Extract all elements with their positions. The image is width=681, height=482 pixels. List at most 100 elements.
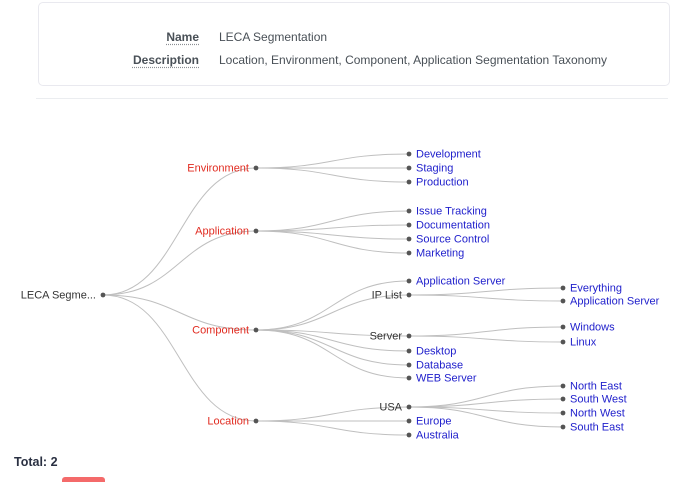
tree-link [408,385,564,408]
tree-node[interactable]: Component [192,325,259,337]
tree-node-label[interactable]: Database [416,360,463,372]
tree-node-label[interactable]: South West [570,394,627,406]
tree-node[interactable]: South West [560,394,627,406]
tree-node[interactable]: Application Server [560,296,660,308]
tree-node-label[interactable]: IP List [372,290,402,302]
total-count: Total: 2 [14,455,58,469]
tree-node-label[interactable]: Application [195,226,249,238]
tree-node-label[interactable]: Marketing [416,248,464,260]
tree-node-dot[interactable] [560,339,566,345]
description-label: Description [132,53,199,67]
tree-node-dot[interactable] [406,432,412,438]
tree-node[interactable]: USA [379,402,412,414]
tree-link [408,326,564,337]
tree-node[interactable]: Desktop [406,346,457,358]
tree-node-dot[interactable] [253,165,259,171]
tree-node-label[interactable]: LECA Segme... [21,290,96,302]
tree-node[interactable]: Source Control [406,234,490,246]
tree-node[interactable]: Database [406,360,463,372]
tree-node[interactable]: Australia [406,430,460,442]
tree-node[interactable]: Marketing [406,248,465,260]
tree-node-label[interactable]: Application Server [416,276,506,288]
tree-node-dot[interactable] [406,236,412,242]
tree-node-label[interactable]: Environment [187,163,249,175]
tree-node-label[interactable]: South East [570,422,624,434]
tree-node[interactable]: North East [560,381,622,393]
tree-node-dot[interactable] [560,424,566,430]
tree-node[interactable]: Windows [560,322,616,334]
tree-node-dot[interactable] [406,179,412,185]
tree-node-dot[interactable] [100,292,106,298]
tree-node-label[interactable]: Production [416,177,469,189]
tree-node-label[interactable]: Everything [570,283,622,295]
tree-node-dot[interactable] [560,410,566,416]
tree-node[interactable]: WEB Server [406,373,477,385]
tree-node[interactable]: North West [560,408,625,420]
tree-link [255,153,410,169]
tree-node[interactable]: Location [207,416,259,428]
tree-node-label[interactable]: Australia [416,430,460,442]
tree-node-dot[interactable] [406,418,412,424]
tree-node-label[interactable]: Location [207,416,249,428]
tree-node-label[interactable]: Staging [416,163,453,175]
tree-node[interactable]: Application [195,226,259,238]
tree-node-label[interactable]: Europe [416,416,451,428]
tree-node-dot[interactable] [560,396,566,402]
tree-node-label[interactable]: Issue Tracking [416,206,487,218]
tree-node-dot[interactable] [406,151,412,157]
tree-node-label[interactable]: Documentation [416,220,490,232]
tree-node-dot[interactable] [406,292,412,298]
tree-node-label[interactable]: USA [379,402,402,414]
tree-node-dot[interactable] [406,222,412,228]
tree-node-label[interactable]: WEB Server [416,373,477,385]
tree-node-dot[interactable] [253,228,259,234]
tree-node-label[interactable]: Application Server [570,296,660,308]
tree-node-label[interactable]: Component [192,325,249,337]
danger-button-cropped[interactable] [62,477,105,482]
tree-node-dot[interactable] [253,327,259,333]
tree-node-dot[interactable] [406,208,412,214]
tree-node[interactable]: IP List [372,290,412,302]
tree-node-dot[interactable] [406,278,412,284]
tree-link [255,167,410,183]
tree-node-label[interactable]: Development [416,149,481,161]
tree-node-dot[interactable] [406,375,412,381]
tree-node-label[interactable]: Source Control [416,234,489,246]
tree-node-label[interactable]: North East [570,381,622,393]
tree-node-dot[interactable] [406,348,412,354]
tree-node[interactable]: Server [370,331,412,343]
tree-node-label[interactable]: Windows [570,322,615,334]
tree-node[interactable]: Issue Tracking [406,206,487,218]
description-row: Description Location, Environment, Compo… [39,53,669,67]
tree-node-dot[interactable] [406,250,412,256]
tree-node[interactable]: Linux [560,337,597,349]
description-value: Location, Environment, Component, Applic… [219,53,608,67]
tree-node[interactable]: South East [560,422,624,434]
tree-node[interactable]: Environment [187,163,259,175]
tree-node-dot[interactable] [560,324,566,330]
tree-node-dot[interactable] [560,298,566,304]
tree-node-dot[interactable] [560,285,566,291]
tree-node[interactable]: Development [406,149,481,161]
tree-link [408,287,564,296]
tree-node-label[interactable]: Desktop [416,346,456,358]
tree-node-label[interactable]: Server [370,331,403,343]
tree-node-dot[interactable] [406,362,412,368]
tree-node-label[interactable]: North West [570,408,625,420]
tree-node[interactable]: Europe [406,416,452,428]
tree-node-label[interactable]: Linux [570,337,597,349]
tree-link [255,280,410,331]
tree-node[interactable]: Production [406,177,469,189]
tree-node-dot[interactable] [406,333,412,339]
tree-node[interactable]: Everything [560,283,622,295]
tree-node[interactable]: Documentation [406,220,490,232]
tree-node[interactable]: Application Server [406,276,506,288]
tree-node[interactable]: Staging [406,163,454,175]
tree-node-dot[interactable] [406,404,412,410]
tree-node[interactable]: LECA Segme... [21,290,106,302]
section-divider [36,98,668,99]
tree-node-dot[interactable] [253,418,259,424]
tree-node-dot[interactable] [560,383,566,389]
tree-node-dot[interactable] [406,165,412,171]
